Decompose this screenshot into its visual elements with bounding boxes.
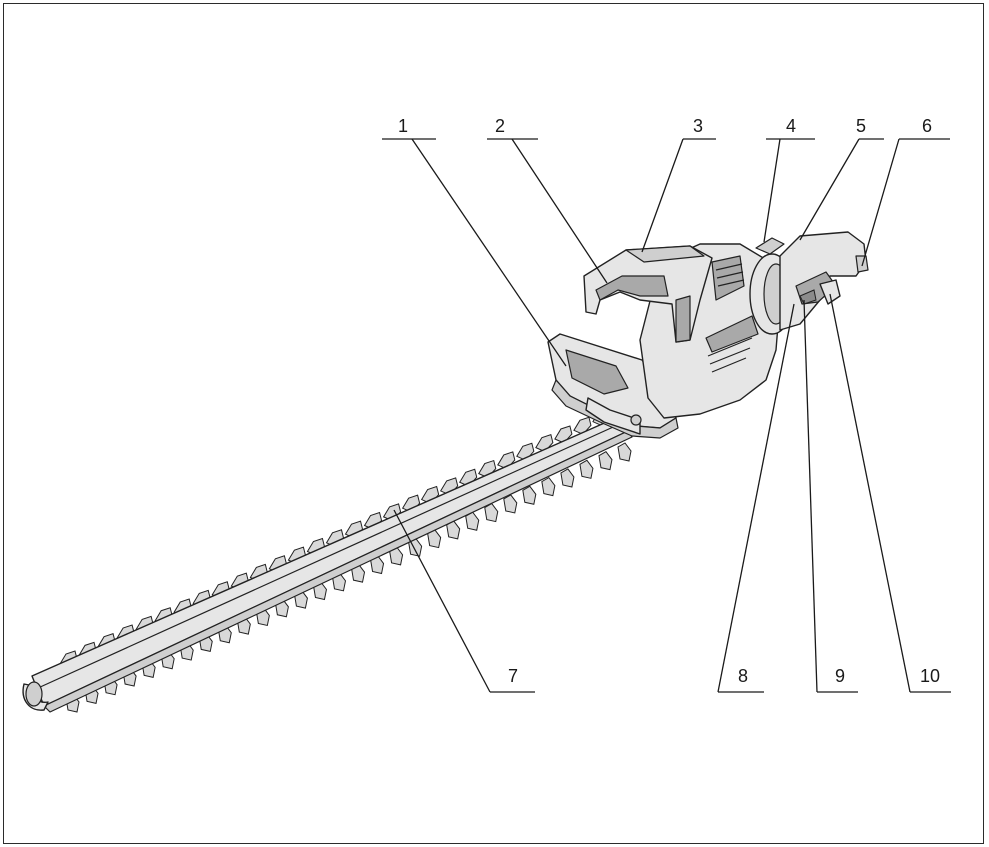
blade-tooth <box>617 442 632 462</box>
hand-guard <box>547 333 679 439</box>
callout-6: 6 <box>922 116 932 136</box>
callout-7: 7 <box>508 666 518 686</box>
blade-tooth <box>579 459 594 479</box>
blade-tooth <box>522 485 537 505</box>
callout-9: 9 <box>835 666 845 686</box>
diagram-frame <box>3 3 984 844</box>
callout-10: 10 <box>920 666 940 686</box>
leader-lines <box>382 138 951 693</box>
rear-handle <box>755 231 869 331</box>
blade-tooth <box>598 451 613 471</box>
blade-tooth <box>503 494 518 514</box>
callout-3: 3 <box>693 116 703 136</box>
callout-2: 2 <box>495 116 505 136</box>
callout-5: 5 <box>856 116 866 136</box>
callout-4: 4 <box>786 116 796 136</box>
blade-teeth-lower <box>65 442 632 713</box>
callout-1: 1 <box>398 116 408 136</box>
cutting-blade <box>22 399 633 713</box>
front-handle <box>583 245 713 343</box>
callout-8: 8 <box>738 666 748 686</box>
blade-tooth <box>541 476 556 497</box>
blade-tooth <box>560 468 575 488</box>
